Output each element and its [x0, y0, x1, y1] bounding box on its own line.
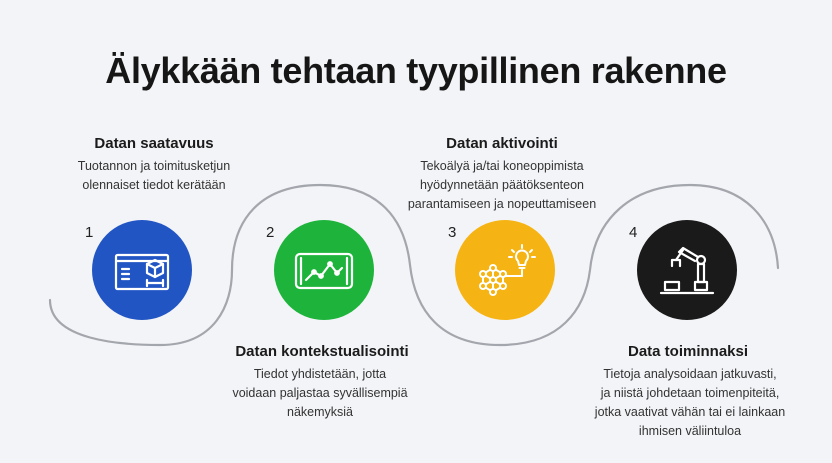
step-4-number: 4	[629, 224, 638, 241]
step-3-circle	[455, 220, 555, 320]
step-2-number: 2	[266, 224, 275, 241]
step-2-heading: Datan kontekstualisointi	[235, 343, 409, 360]
step-4-circle	[637, 220, 737, 320]
step-1-description: Tuotannon ja toimitusketjun olennaiset t…	[77, 159, 231, 192]
step-2-circle	[274, 220, 374, 320]
step-3-description: Tekoälyä ja/tai koneoppimista hyödynnetä…	[407, 159, 597, 211]
step-1-circle	[92, 220, 192, 320]
network-lightbulb-icon	[479, 244, 536, 296]
window-box-icon	[114, 253, 170, 291]
page-title: Älykkään tehtaan tyypillinen rakenne	[105, 50, 727, 91]
step-4-description: Tietoja analysoidaan jatkuvasti, ja niis…	[594, 367, 786, 438]
tablet-chart-icon	[294, 252, 354, 290]
step-3-heading: Datan aktivointi	[446, 135, 558, 152]
step-3-number: 3	[448, 224, 457, 241]
step-1-number: 1	[85, 224, 94, 241]
step-4-heading: Data toiminnaksi	[627, 343, 749, 360]
step-1-heading: Datan saatavuus	[94, 135, 214, 152]
robot-arm-icon	[659, 246, 715, 295]
step-2-description: Tiedot yhdistetään, jotta voidaan paljas…	[232, 367, 408, 419]
